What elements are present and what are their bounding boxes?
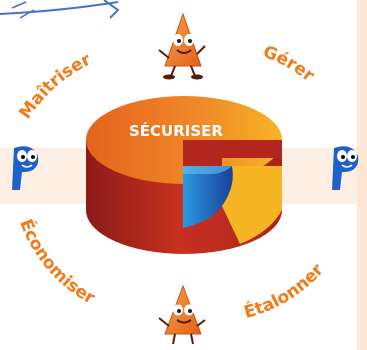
- cylinder-cut: [183, 140, 282, 168]
- blue-insert-shape: [183, 166, 233, 228]
- stage-label-economiser: Économiser: [15, 216, 98, 309]
- corner-sketch-icon: [0, 0, 120, 19]
- triangle-mascot-top-icon: [158, 12, 206, 80]
- yellow-segment: [222, 166, 282, 244]
- center-label: SÉCURISER: [129, 121, 223, 140]
- stage-label-etalonner: Étalonner: [241, 260, 328, 323]
- stage-label-gerer: Gérer: [260, 42, 318, 86]
- stage-label-maitriser: Maîtriser: [15, 49, 94, 122]
- background-right-strip: [357, 0, 367, 350]
- blue-p-character-right-icon: [332, 146, 359, 190]
- cylinder-diagram: SÉCURISER: [86, 96, 282, 254]
- triangle-mascot-bottom-icon: [158, 284, 206, 345]
- blue-p-character-left-icon: [12, 146, 39, 190]
